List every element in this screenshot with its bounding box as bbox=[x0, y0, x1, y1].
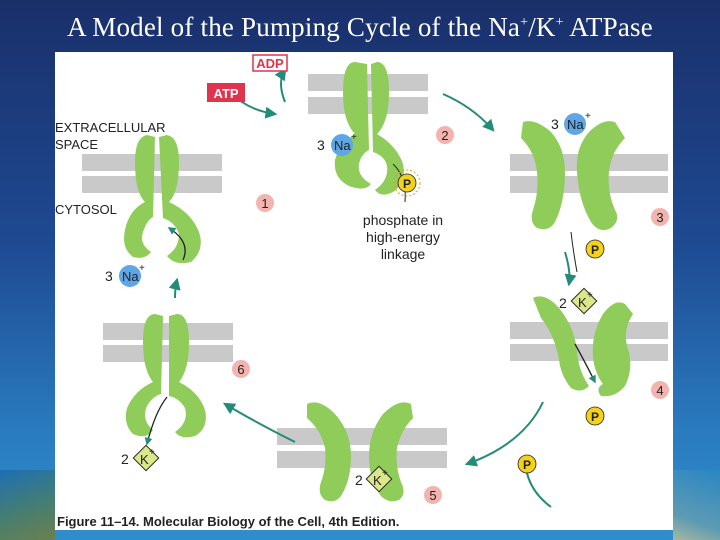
stage-4-pump bbox=[510, 296, 668, 396]
step-number: 3 bbox=[656, 210, 663, 225]
na-charge: + bbox=[351, 132, 357, 143]
na-count: 3 bbox=[105, 268, 113, 284]
phosphate-stage3: P bbox=[586, 240, 604, 258]
na-charge: + bbox=[139, 263, 145, 274]
membrane-layer bbox=[510, 322, 668, 339]
membrane-layer bbox=[103, 345, 233, 362]
cycle-arrow-5-to-6 bbox=[225, 404, 295, 442]
pumping-cycle-figure: ADP ATP EXTRACELLULAR SPACE CYTOSOL phos… bbox=[55, 52, 673, 530]
background-landscape-left bbox=[0, 470, 55, 540]
membrane-layer bbox=[103, 323, 233, 340]
na-count: 3 bbox=[551, 116, 559, 132]
na-symbol: Na bbox=[334, 138, 351, 153]
k-ion-group-stage4: 2 K + bbox=[559, 288, 597, 313]
k-release-arrow bbox=[147, 397, 167, 444]
title-middle: /K bbox=[528, 12, 555, 42]
na-charge: + bbox=[585, 111, 591, 122]
membrane-layer bbox=[277, 451, 447, 468]
step-number: 6 bbox=[237, 362, 244, 377]
pumping-cycle-diagram: ADP ATP EXTRACELLULAR SPACE CYTOSOL phos… bbox=[55, 52, 673, 530]
adp-label: ADP bbox=[256, 56, 284, 71]
space-label: SPACE bbox=[55, 137, 98, 152]
pump-subunit-right bbox=[577, 121, 625, 230]
k-charge: + bbox=[587, 290, 593, 301]
phosphate-note-line2: high-energy bbox=[366, 229, 440, 245]
phosphate-symbol: P bbox=[403, 177, 411, 191]
k-symbol: K bbox=[578, 295, 587, 310]
phosphate-note-line1: phosphate in bbox=[363, 212, 443, 228]
phosphate-symbol: P bbox=[591, 243, 599, 257]
cytosol-label: CYTOSOL bbox=[55, 202, 117, 217]
pump-subunit-right bbox=[593, 302, 633, 396]
atp-label: ATP bbox=[213, 86, 238, 101]
pump-subunit-left bbox=[521, 121, 565, 229]
membrane-layer bbox=[277, 428, 447, 445]
step-number: 4 bbox=[656, 383, 663, 398]
title-sup-k: + bbox=[556, 15, 564, 30]
step-number: 5 bbox=[429, 488, 436, 503]
k-count: 2 bbox=[559, 295, 567, 311]
phosphate-released: P bbox=[518, 455, 536, 473]
step-badge-1: 1 bbox=[256, 194, 274, 212]
step-badge-3: 3 bbox=[651, 208, 669, 226]
na-ion-group-stage1: 3 Na + bbox=[105, 263, 145, 287]
cycle-arrow-3-to-4 bbox=[565, 252, 570, 284]
title-prefix: A Model of the Pumping Cycle of the Na bbox=[67, 12, 520, 42]
slide-title: A Model of the Pumping Cycle of the Na +/… bbox=[0, 12, 720, 43]
step-number: 1 bbox=[261, 196, 268, 211]
na-symbol: Na bbox=[567, 117, 584, 132]
step-badge-5: 5 bbox=[424, 486, 442, 504]
cycle-arrow-4-to-5 bbox=[467, 402, 543, 464]
stage-3-pump bbox=[510, 121, 668, 230]
background-landscape-right bbox=[673, 470, 720, 540]
phosphate-link-line bbox=[571, 232, 577, 272]
phosphate-symbol: P bbox=[591, 410, 599, 424]
k-count: 2 bbox=[121, 451, 129, 467]
title-suffix: ATPase bbox=[564, 12, 653, 42]
na-ion-group-stage3: 3 Na + bbox=[551, 111, 591, 135]
extracellular-label: EXTRACELLULAR bbox=[55, 120, 166, 135]
step-badge-2: 2 bbox=[436, 126, 454, 144]
phosphate-symbol: P bbox=[523, 458, 531, 472]
membrane-layer bbox=[308, 74, 428, 91]
step-badge-6: 6 bbox=[232, 360, 250, 378]
cycle-arrow-6-to-1 bbox=[175, 280, 177, 298]
adp-out-arrow bbox=[281, 70, 285, 102]
k-count: 2 bbox=[355, 472, 363, 488]
phosphate-stage4: P bbox=[586, 407, 604, 425]
k-symbol: K bbox=[373, 473, 382, 488]
k-ion-group-stage6: 2 K + bbox=[121, 445, 159, 470]
stage-1-pump bbox=[82, 135, 222, 263]
step-number: 2 bbox=[441, 128, 448, 143]
step-badge-4: 4 bbox=[651, 381, 669, 399]
phosphate-note-line3: linkage bbox=[381, 246, 426, 262]
k-symbol: K bbox=[140, 452, 149, 467]
na-count: 3 bbox=[317, 137, 325, 153]
k-charge: + bbox=[149, 447, 155, 458]
stage-6-pump bbox=[103, 314, 233, 437]
membrane-layer bbox=[510, 344, 668, 361]
cycle-arrow-2-to-3 bbox=[443, 94, 493, 130]
k-charge: + bbox=[382, 468, 388, 479]
na-symbol: Na bbox=[122, 269, 139, 284]
pump-subunit-left bbox=[124, 135, 155, 258]
figure-caption: Figure 11–14. Molecular Biology of the C… bbox=[57, 514, 399, 529]
